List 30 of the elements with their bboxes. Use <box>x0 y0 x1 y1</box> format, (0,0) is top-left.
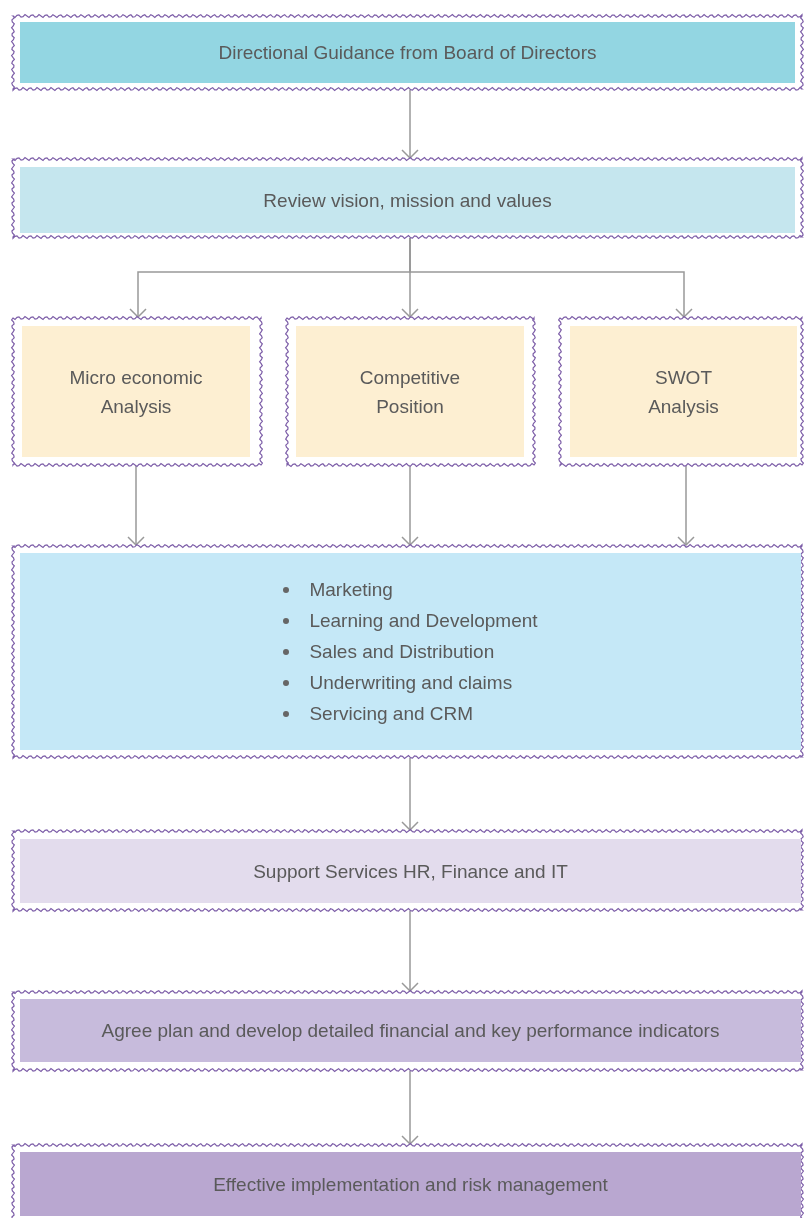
box-label: Review vision, mission and values <box>263 188 552 213</box>
box-label: SWOT Analysis <box>647 365 720 419</box>
list-item-text: Underwriting and claims <box>309 671 513 695</box>
arrow <box>677 465 695 546</box>
arrow <box>401 465 419 546</box>
arrow <box>401 1070 419 1145</box>
box-label: Competitive Position <box>358 365 462 419</box>
process-box <box>559 317 803 466</box>
arrow <box>401 757 419 831</box>
process-box <box>12 1144 803 1218</box>
box-label: Directional Guidance from Board of Directors <box>218 41 597 65</box>
process-box <box>12 991 803 1071</box>
process-box <box>12 15 803 90</box>
process-box <box>12 830 803 911</box>
process-box <box>12 545 803 758</box>
list-item-text: Servicing and CRM <box>309 702 474 726</box>
list-item-text: Learning and Development <box>309 609 538 633</box>
arrow <box>401 89 419 159</box>
box-label: Agree plan and develop detailed financial and key performance indicators <box>101 1019 720 1043</box>
process-box <box>12 158 803 238</box>
box-label: Support Services HR, Finance and IT <box>253 859 568 884</box>
box-label: Micro economic Analysis <box>68 365 204 419</box>
box-label: Effective implementation and risk management <box>213 1172 608 1197</box>
list-item-text: Marketing <box>309 578 393 602</box>
list-item-text: Sales and Distribution <box>309 640 495 664</box>
process-box <box>286 317 535 466</box>
arrow <box>127 465 145 546</box>
process-box <box>12 317 262 466</box>
arrow <box>401 910 419 992</box>
arrow <box>409 237 693 318</box>
